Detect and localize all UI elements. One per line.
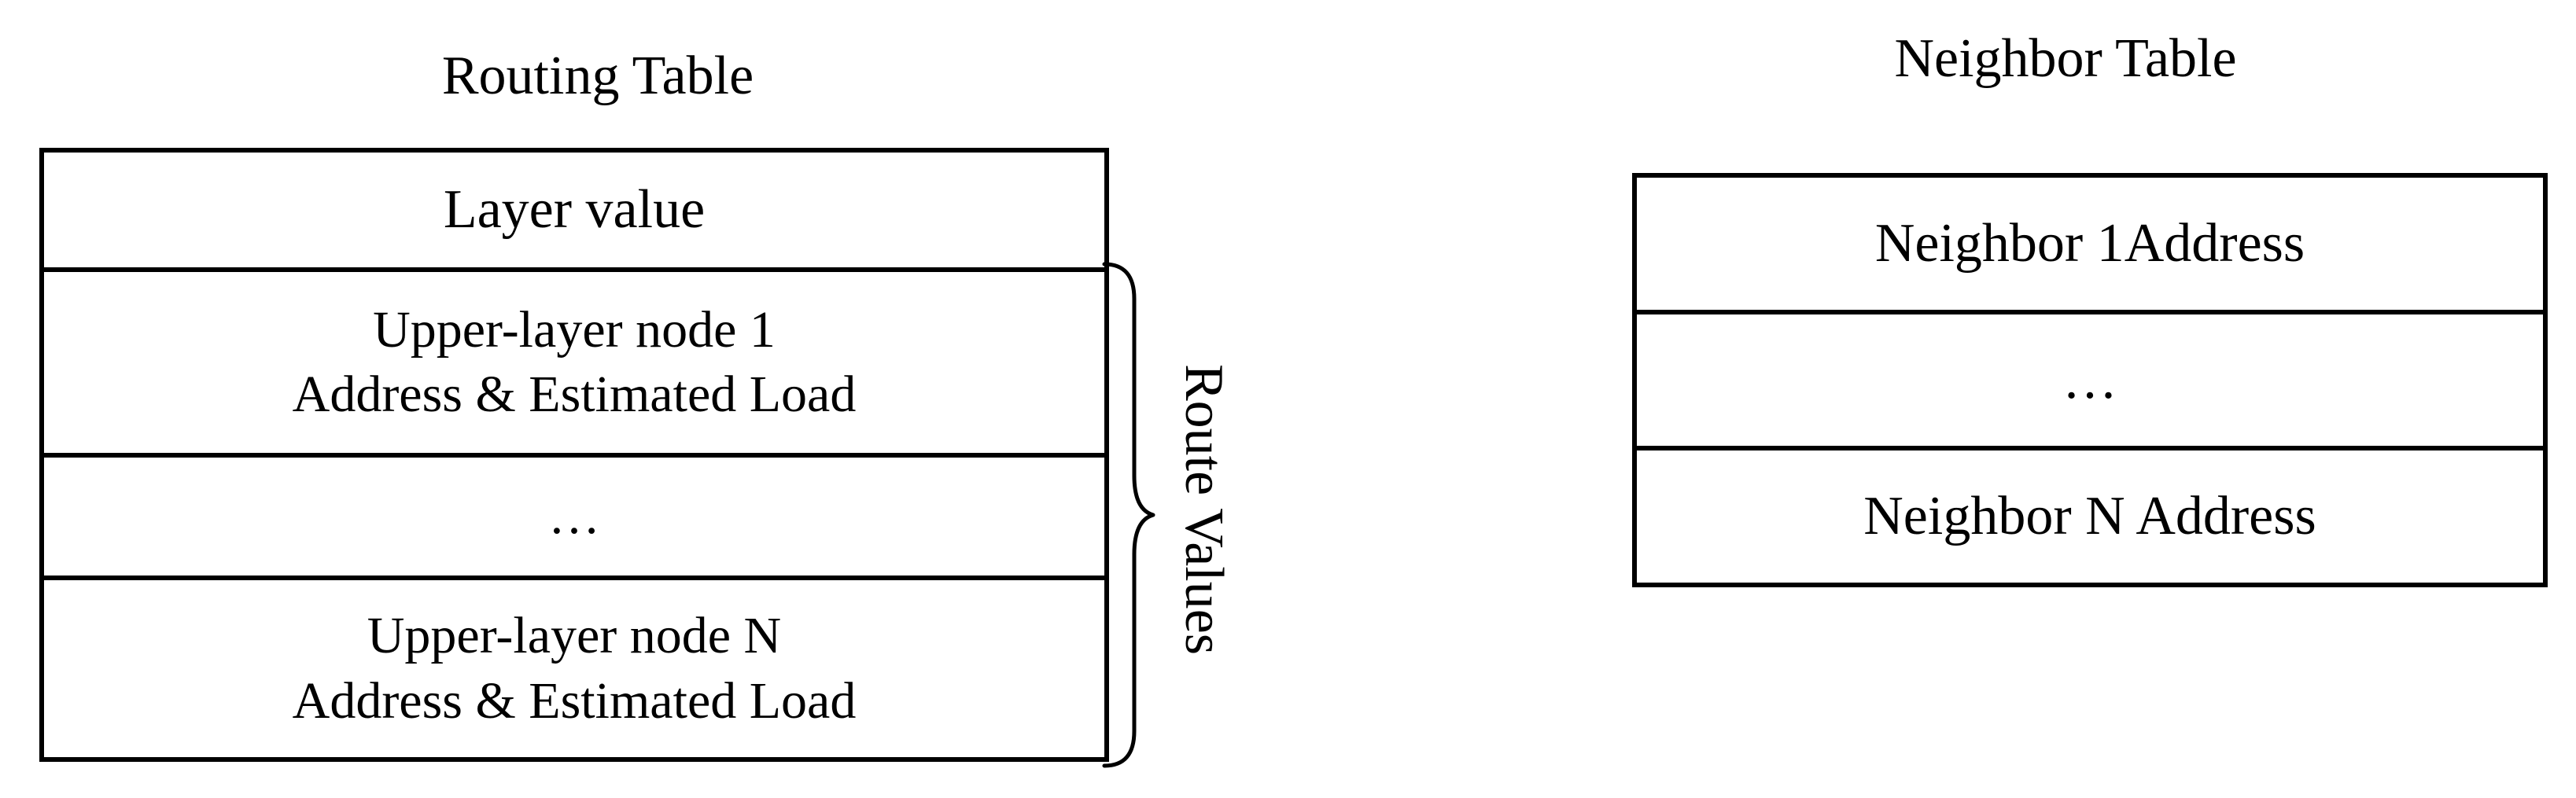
route-values-brace [1102,262,1155,768]
neighbor-1-row: Neighbor 1Address [1637,178,2543,314]
layer-value-label: Layer value [443,179,706,241]
upper-layer-node-1-detail: Address & Estimated Load [292,366,857,423]
neighbor-ellipsis-row: … [1637,314,2543,451]
upper-layer-node-n-detail: Address & Estimated Load [292,671,857,730]
layer-value-row: Layer value [44,153,1104,272]
upper-layer-node-n-row: Upper-layer node N Address & Estimated L… [44,580,1104,757]
routing-ellipsis: … [548,487,600,545]
routing-ellipsis-row: … [44,458,1104,580]
route-values-label: Route Values [1174,363,1234,656]
upper-layer-node-1-label: Upper-layer node 1 [373,300,776,359]
neighbor-ellipsis: … [2062,349,2117,410]
neighbor-1-address: Neighbor 1Address [1874,213,2305,274]
neighbor-table: Neighbor 1Address … Neighbor N Address [1632,173,2548,587]
routing-table-title: Routing Table [441,46,754,106]
neighbor-n-address: Neighbor N Address [1863,486,2316,547]
neighbor-table-title: Neighbor Table [1894,28,2237,89]
routing-table: Layer value Upper-layer node 1 Address &… [39,148,1109,762]
upper-layer-node-n-label: Upper-layer node N [367,607,782,664]
upper-layer-node-1-row: Upper-layer node 1 Address & Estimated L… [44,272,1104,458]
neighbor-n-row: Neighbor N Address [1637,450,2543,583]
